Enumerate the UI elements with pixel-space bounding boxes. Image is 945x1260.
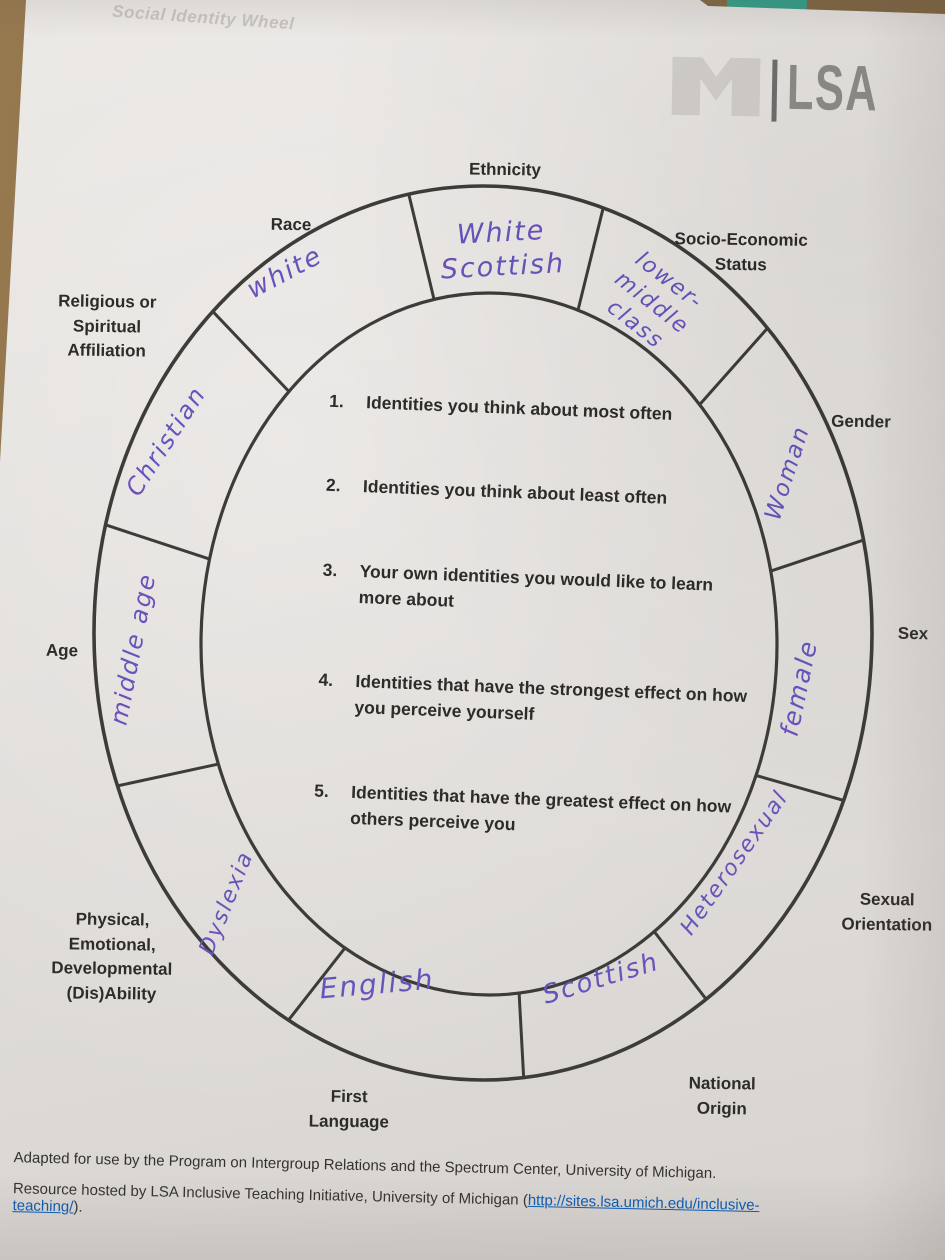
category-label-socio-economic-status: Socio-Economic Status xyxy=(674,229,808,275)
category-label-gender: Gender xyxy=(831,411,891,432)
footer-resource-suffix: ). xyxy=(73,1198,83,1216)
wheel-segment-divider xyxy=(407,193,436,300)
wheel-segment-divider xyxy=(287,947,347,1022)
instruction-text: Identities that have the strongest effec… xyxy=(354,670,748,725)
category-label-ethnicity: Ethnicity xyxy=(468,159,542,180)
instruction-number: 2. xyxy=(325,474,342,496)
wheel-segment-divider xyxy=(105,523,211,561)
category-label-first-language: First Language xyxy=(308,1086,390,1132)
category-label-physical-emotional-developmental-dis-ability: Physical, Emotional, Developmental (Dis)… xyxy=(51,909,173,1004)
wheel-inner-ring xyxy=(199,291,779,997)
instruction-item-5: 5. Identities that have the greatest effe… xyxy=(313,777,753,846)
category-label-religious-or-spiritual-affiliation: Religious or Spiritual Affiliation xyxy=(58,291,157,361)
wheel-segment-divider xyxy=(576,207,605,311)
category-label-sex: Sex xyxy=(897,623,929,644)
wheel-segment-divider xyxy=(117,762,219,788)
instruction-item-2: 2. Identities you think about least often xyxy=(326,472,765,515)
wheel-segment-divider xyxy=(755,774,845,802)
category-label-sexual-orientation: Sexual Orientation xyxy=(841,889,933,935)
instruction-text: Identities you think about least often xyxy=(362,476,668,509)
umich-lsa-logo: LSA xyxy=(671,51,921,124)
category-label-age: Age xyxy=(45,640,79,661)
wheel-segment-divider xyxy=(211,310,291,393)
instruction-number: 4. xyxy=(318,669,334,691)
instruction-text: Your own identities you would like to le… xyxy=(358,560,714,611)
wheel-segment-divider xyxy=(770,538,864,573)
instruction-item-4: 4. Identities that have the strongest eff… xyxy=(317,667,757,736)
instruction-number: 1. xyxy=(328,390,345,412)
instruction-number: 5. xyxy=(313,779,330,801)
wheel-segment-divider xyxy=(517,992,526,1078)
wheel-outer-ring xyxy=(92,184,874,1082)
wheel-segment-divider xyxy=(653,930,708,1001)
wheel-segment-divider xyxy=(698,327,769,406)
block-m-icon xyxy=(671,56,761,117)
category-label-race: Race xyxy=(270,214,312,235)
instruction-item-3: 3. Your own identities you would like to … xyxy=(321,556,761,625)
instruction-text: Identities that have the greatest effect… xyxy=(349,781,732,834)
instruction-number: 3. xyxy=(322,559,338,580)
footer-resource-text: Resource hosted by LSA Inclusive Teachin… xyxy=(12,1180,528,1209)
category-label-national-origin: National Origin xyxy=(688,1073,756,1118)
